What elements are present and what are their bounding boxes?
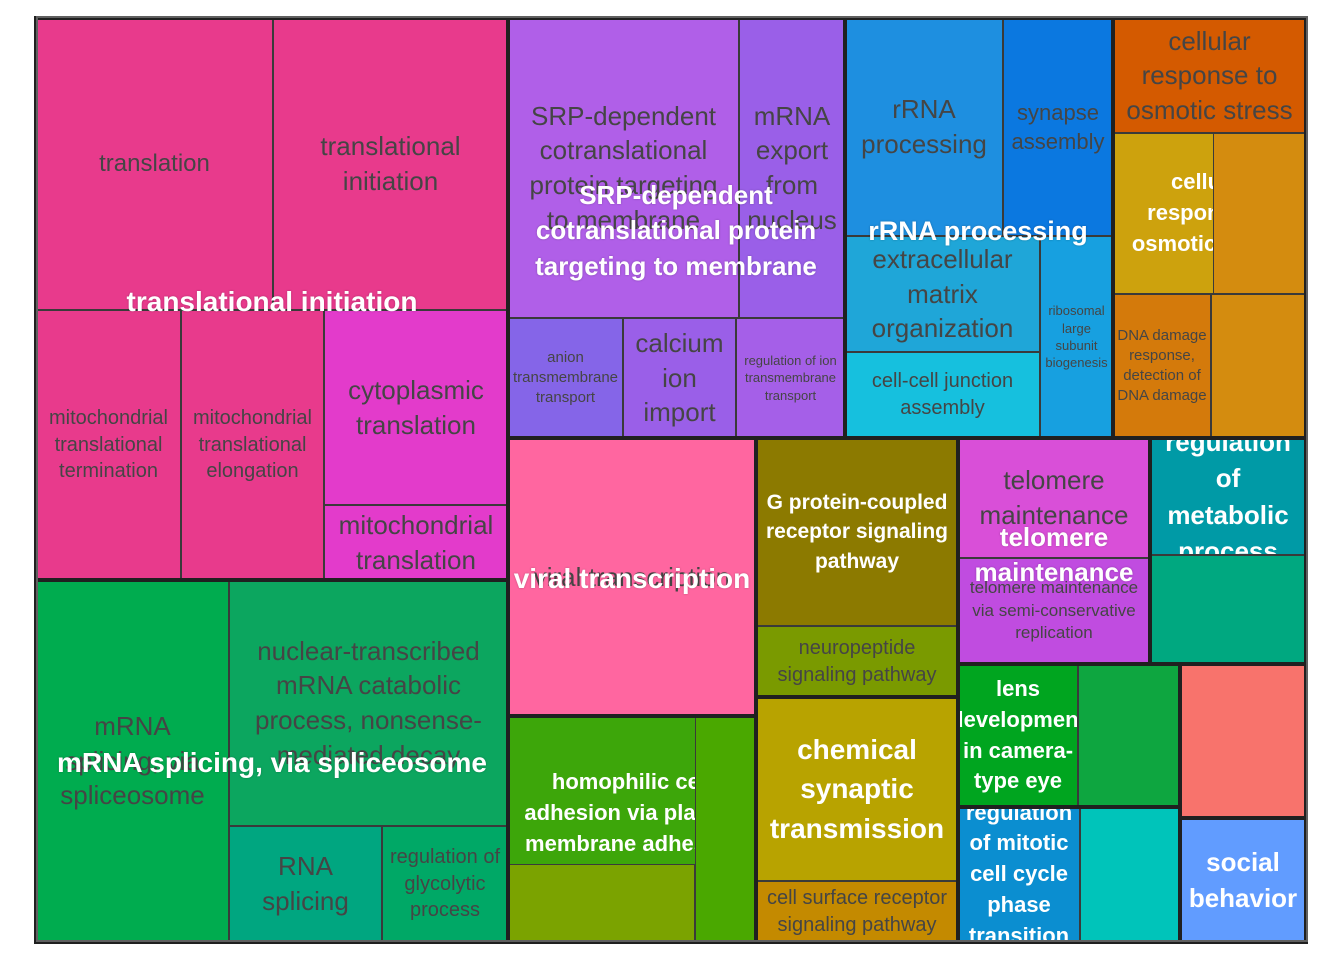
treemap-tile: chemical synaptic transmission: [756, 697, 958, 881]
treemap-tile: [1213, 133, 1306, 294]
treemap-tile: [1080, 807, 1180, 942]
treemap-tile: telomere maintenance: [958, 438, 1150, 558]
tile-label: SRP-dependent cotranslational protein ta…: [529, 100, 718, 235]
treemap-tile: [1211, 294, 1306, 438]
tile-label: regulation of ion transmembrane transpor…: [744, 353, 837, 403]
treemap-tile: G protein-coupled receptor signaling pat…: [756, 438, 958, 626]
tile-label: nuclear-transcribed mRNA catabolic proce…: [255, 635, 482, 770]
treemap-tile: regulation of mitotic cell cycle phase t…: [958, 807, 1080, 942]
tile-label: social behavior: [1188, 846, 1298, 913]
tile-label: translation: [99, 150, 210, 178]
treemap-tile: nuclear-transcribed mRNA catabolic proce…: [229, 580, 508, 826]
treemap-tile: anion transmembrane transport: [508, 318, 623, 438]
tile-label: synapse assembly: [1011, 99, 1105, 154]
treemap-tile: SRP-dependent cotranslational protein ta…: [508, 18, 739, 318]
treemap-tile: RNA splicing: [229, 826, 382, 942]
tile-label: G protein-coupled receptor signaling pat…: [765, 490, 949, 573]
tile-label: mitochondrial translational elongation: [193, 407, 312, 483]
tile-label: chemical synaptic transmission: [769, 734, 945, 844]
treemap-tile: social behavior: [1180, 818, 1306, 942]
tile-label: telomere maintenance via semi-conservati…: [969, 578, 1139, 643]
tile-label: neuropeptide signaling pathway: [777, 636, 937, 686]
treemap-tile: lens development in camera-type eye: [958, 664, 1078, 807]
tile-label: cellular response to osmotic stress: [1126, 25, 1293, 125]
treemap-tile: rRNA processing: [845, 18, 1003, 236]
treemap-tile: cellular response to osmotic stress: [1113, 18, 1306, 133]
treemap-tile: ribosomal large subunit biogenesis: [1040, 236, 1113, 438]
treemap-tile: mRNA splicing, via spliceosome: [36, 580, 229, 942]
treemap-tile: cytoplasmic translation: [324, 310, 508, 505]
tile-label: mRNA export from nucleus: [747, 100, 837, 235]
tile-label: RNA splicing: [262, 851, 349, 916]
tile-label: mitochondrial translation: [338, 509, 494, 575]
treemap-tile: regulation of glycolytic process: [382, 826, 508, 942]
treemap-tile: translation: [36, 18, 273, 310]
tile-label: rRNA processing: [861, 94, 987, 159]
treemap-tile: extracellular matrix organization: [845, 236, 1040, 352]
treemap-tile: cell surface receptor signaling pathway: [756, 881, 958, 942]
tile-label: translational initiation: [320, 131, 461, 196]
tile-label: lens development in camera-type eye: [959, 675, 1078, 794]
treemap-tile: [1078, 664, 1180, 807]
tile-label: telomere maintenance: [979, 465, 1129, 530]
tile-label: anion transmembrane transport: [512, 349, 619, 406]
treemap-tile: [1150, 555, 1306, 664]
tile-label: regulation of mitotic cell cycle phase t…: [965, 807, 1073, 942]
tile-label: cell surface receptor signaling pathway: [766, 886, 948, 936]
treemap-tile: DNA damage response, detection of DNA da…: [1113, 294, 1211, 438]
tile-label: viral transcription: [533, 561, 731, 592]
treemap-tile: mitochondrial translational termination: [36, 310, 181, 580]
tile-label: mitochondrial translational termination: [49, 407, 168, 483]
tile-label: regulation of metabolic process: [1165, 438, 1291, 555]
tile-label: ribosomal large subunit biogenesis: [1045, 303, 1108, 371]
treemap-tile: calcium ion import: [623, 318, 736, 438]
treemap-tile: [508, 864, 695, 942]
treemap-tile: [1180, 664, 1306, 818]
tile-label: calcium ion import: [635, 328, 724, 428]
tile-label: cytoplasmic translation: [348, 374, 484, 440]
tile-label: DNA damage response, detection of DNA da…: [1117, 327, 1207, 404]
tile-label: mRNA splicing, via spliceosome: [60, 711, 205, 811]
treemap-plot: translation translational initiation mitoc…: [34, 16, 1308, 944]
tile-label: cell-cell junction assembly: [871, 370, 1014, 419]
treemap-tile: mRNA export from nucleus: [739, 18, 845, 318]
treemap-tile: synapse assembly: [1003, 18, 1113, 236]
treemap-tile: [695, 716, 756, 942]
treemap-tile: cell-cell junction assembly: [845, 352, 1040, 438]
treemap-tile: mitochondrial translation: [324, 505, 508, 580]
treemap-tile: regulation of metabolic process: [1150, 438, 1306, 555]
tile-label: regulation of glycolytic process: [389, 846, 501, 922]
tile-label: extracellular matrix organization: [871, 244, 1014, 344]
treemap-tile: mitochondrial translational elongation: [181, 310, 324, 580]
treemap-tile: regulation of ion transmembrane transpor…: [736, 318, 845, 438]
treemap-tile: telomere maintenance via semi-conservati…: [958, 558, 1150, 664]
treemap-tile: neuropeptide signaling pathway: [756, 626, 958, 697]
treemap-tile: translational initiation: [273, 18, 508, 310]
treemap-tile: viral transcription: [508, 438, 756, 716]
